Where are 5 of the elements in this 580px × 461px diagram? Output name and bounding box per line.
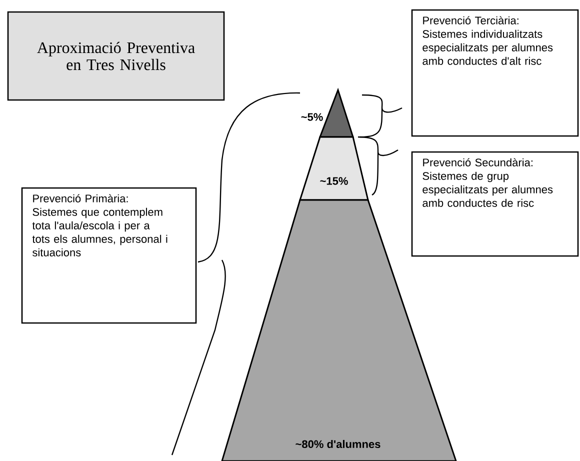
text-box: Prevenció Primària: Sistemes que contemplem tota l'aula/escola i per a tots els alumnes, personal i situacions <box>21 187 197 324</box>
node-label: ~5% <box>301 113 323 121</box>
title-box: Aproximació Preventiva en Tres Nivells <box>7 11 225 101</box>
text-box: Prevenció Secundària: Sistemes de grup especialitzats per alumnes amb conductes de risc <box>411 151 579 257</box>
text-box: Prevenció Terciària: Sistemes individualitzats especialitzats per alumnes amb conductes d'alt risc <box>411 9 579 137</box>
